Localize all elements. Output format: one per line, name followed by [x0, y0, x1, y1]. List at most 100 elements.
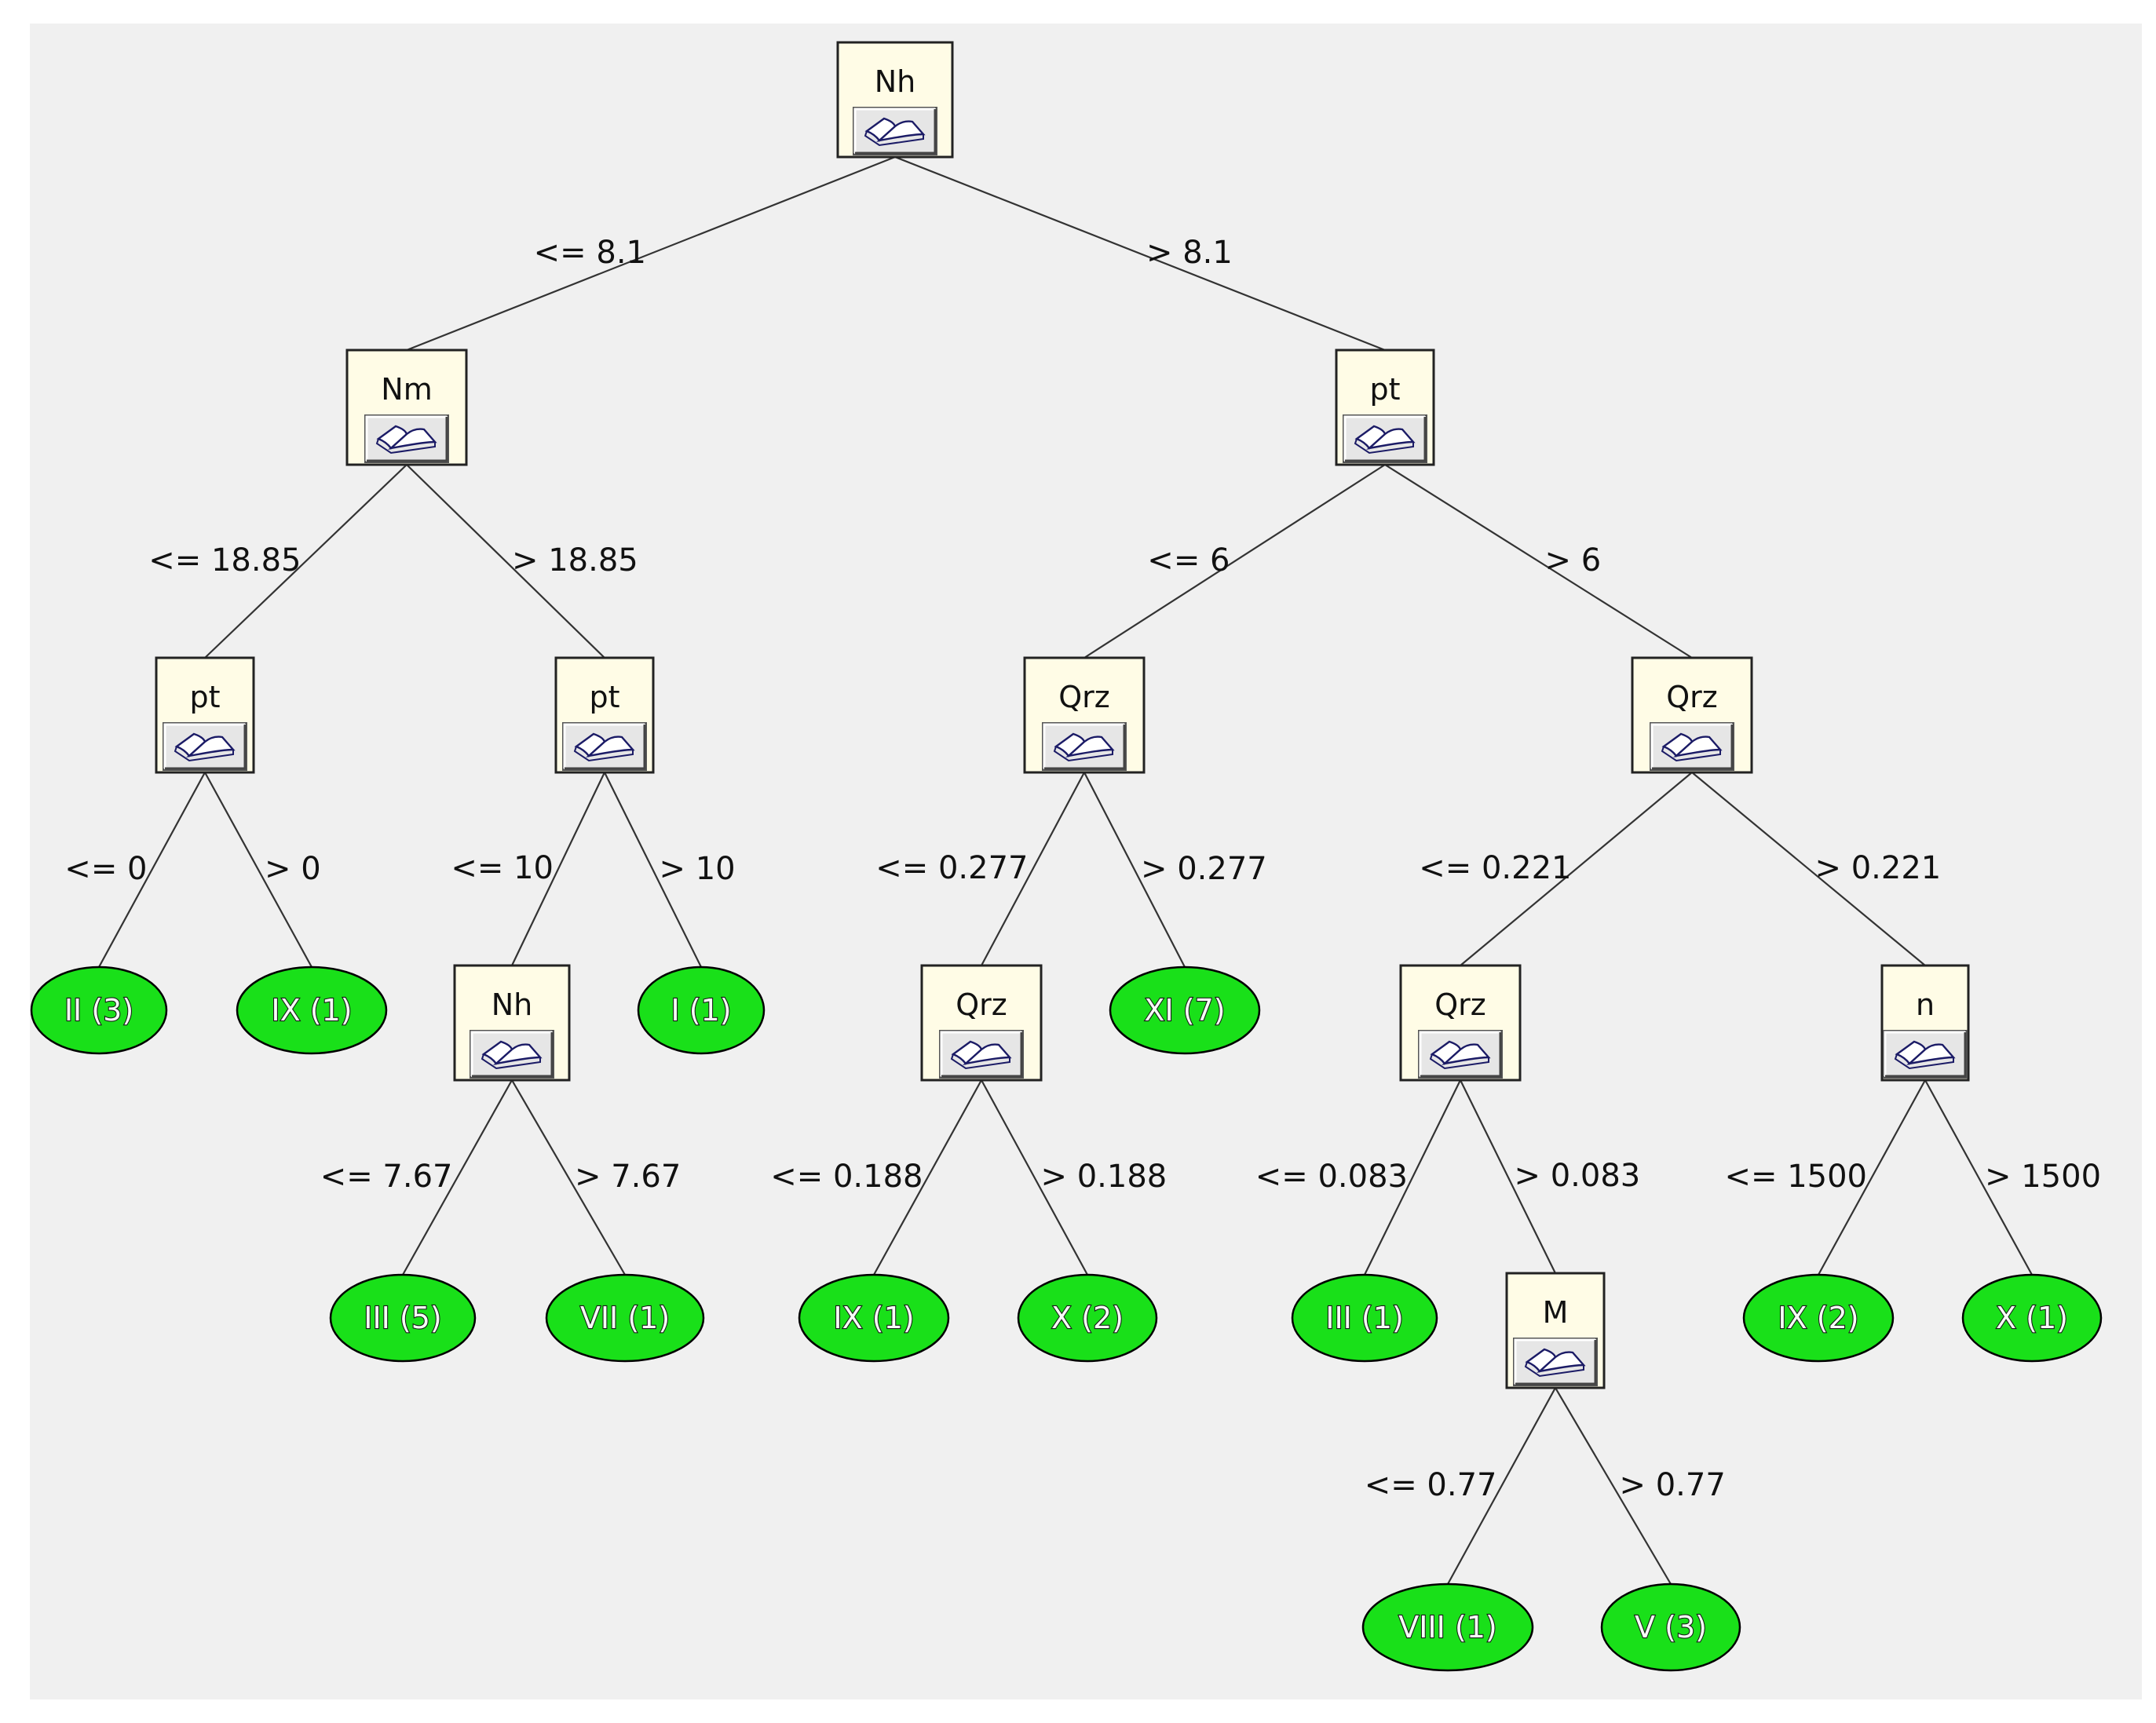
- edge-label: > 0.188: [1041, 1159, 1168, 1195]
- book-icon: [950, 1040, 1012, 1070]
- leaf-node-ellipse: [545, 1273, 705, 1363]
- split-node: Qrz: [1023, 656, 1146, 774]
- node-details-button[interactable]: [1418, 1030, 1503, 1079]
- leaf-node-label: I (1): [671, 993, 731, 1028]
- edge-label: <= 0.221: [1419, 850, 1571, 886]
- edge-label: <= 0.277: [875, 850, 1028, 886]
- tree-edge: [1924, 1079, 2033, 1276]
- edge-label: > 18.85: [512, 542, 638, 579]
- leaf-node-label: II (3): [64, 993, 133, 1028]
- book-icon: [1429, 1040, 1491, 1070]
- split-node-label: Nh: [875, 64, 916, 99]
- tree-edge: [204, 772, 312, 968]
- edge-label: > 7.67: [575, 1159, 681, 1195]
- leaf-node-ellipse: [1017, 1273, 1158, 1363]
- split-node-label: Qrz: [1666, 680, 1717, 714]
- edge-label: > 0.77: [1620, 1467, 1726, 1503]
- edge-label: > 0: [265, 851, 321, 887]
- leaf-node: X (2): [1017, 1273, 1158, 1363]
- split-node: n: [1880, 964, 1970, 1082]
- node-details-button[interactable]: [1042, 722, 1127, 771]
- node-details-button[interactable]: [1513, 1338, 1598, 1386]
- tree-edge: [1083, 772, 1186, 968]
- leaf-node-ellipse: [1361, 1582, 1534, 1672]
- split-node-label: n: [1916, 987, 1935, 1022]
- node-details-button[interactable]: [1343, 414, 1427, 463]
- split-node: pt: [554, 656, 655, 774]
- split-node: Qrz: [1631, 656, 1753, 774]
- leaf-node: III (1): [1291, 1273, 1438, 1363]
- tree-edge: [406, 464, 605, 659]
- leaf-node-label: IX (2): [1778, 1301, 1858, 1335]
- leaf-node-ellipse: [30, 966, 168, 1055]
- tree-edge: [873, 1079, 982, 1276]
- leaf-node-label: III (1): [1325, 1301, 1404, 1335]
- tree-edge: [98, 772, 206, 968]
- node-details-button[interactable]: [470, 1030, 554, 1079]
- split-node: M: [1505, 1272, 1606, 1389]
- leaf-node: VIII (1): [1361, 1582, 1534, 1672]
- node-details-button[interactable]: [853, 107, 937, 155]
- node-details-button[interactable]: [1650, 722, 1734, 771]
- tree-edge: [981, 1079, 1088, 1276]
- edge-label: > 0.277: [1141, 851, 1267, 887]
- leaf-node-label: V (3): [1635, 1610, 1707, 1645]
- leaf-node-ellipse: [798, 1273, 950, 1363]
- leaf-node: I (1): [637, 966, 766, 1055]
- node-details-button[interactable]: [163, 722, 247, 771]
- edge-label: > 0.083: [1515, 1158, 1641, 1194]
- edge-label: <= 1500: [1724, 1159, 1867, 1195]
- edge-label: > 1500: [1985, 1159, 2101, 1195]
- book-icon: [573, 732, 635, 762]
- leaf-node: X (1): [1961, 1273, 2103, 1363]
- tree-edge: [406, 155, 896, 352]
- tree-edge: [511, 1079, 626, 1276]
- leaf-node-label: VII (1): [580, 1301, 670, 1335]
- book-icon: [174, 732, 236, 762]
- tree-edge: [204, 464, 407, 659]
- leaf-node: XI (7): [1109, 966, 1261, 1055]
- tree-view-panel: [30, 24, 2142, 1699]
- book-icon: [375, 425, 437, 454]
- book-icon: [1053, 732, 1115, 762]
- node-details-button[interactable]: [364, 414, 449, 463]
- tree-edge: [1691, 772, 1926, 966]
- book-icon: [864, 117, 926, 147]
- tree-edge: [1818, 1079, 1926, 1276]
- leaf-node-label: X (1): [1996, 1301, 2068, 1335]
- book-icon: [1894, 1040, 1956, 1070]
- node-details-button[interactable]: [939, 1030, 1024, 1079]
- split-node-label: pt: [589, 680, 619, 714]
- tree-edge: [981, 772, 1085, 966]
- leaf-node-ellipse: [1109, 966, 1261, 1055]
- split-node: Nh: [453, 964, 571, 1082]
- book-icon: [1661, 732, 1723, 762]
- edge-label: <= 0.188: [770, 1159, 923, 1195]
- edges-layer: [98, 155, 2033, 1585]
- tree-edge: [511, 772, 605, 966]
- edge-label: <= 8.1: [534, 235, 646, 271]
- split-node: Qrz: [920, 964, 1043, 1082]
- leaf-node-label: VIII (1): [1398, 1610, 1497, 1645]
- leaf-node-label: XI (7): [1144, 993, 1225, 1028]
- leaf-node: V (3): [1600, 1582, 1741, 1672]
- split-node: Nm: [345, 349, 468, 466]
- edge-label: > 10: [660, 851, 736, 887]
- edge-label: > 6: [1545, 542, 1602, 579]
- leaf-node: IX (1): [798, 1273, 950, 1363]
- tree-edge: [894, 155, 1386, 352]
- node-details-button[interactable]: [562, 722, 647, 771]
- book-icon: [1524, 1348, 1586, 1378]
- leaf-node-ellipse: [1600, 1582, 1741, 1672]
- node-details-button[interactable]: [1883, 1030, 1968, 1079]
- edge-label: <= 0: [64, 851, 147, 887]
- split-node-label: Nh: [491, 987, 533, 1022]
- leaf-node-label: IX (1): [833, 1301, 914, 1335]
- split-node-label: Qrz: [1058, 680, 1109, 714]
- split-node-label: M: [1543, 1295, 1569, 1330]
- leaf-node: II (3): [30, 966, 168, 1055]
- edge-label: <= 0.083: [1255, 1159, 1408, 1195]
- split-node-label: pt: [189, 680, 220, 714]
- split-node: pt: [155, 656, 255, 774]
